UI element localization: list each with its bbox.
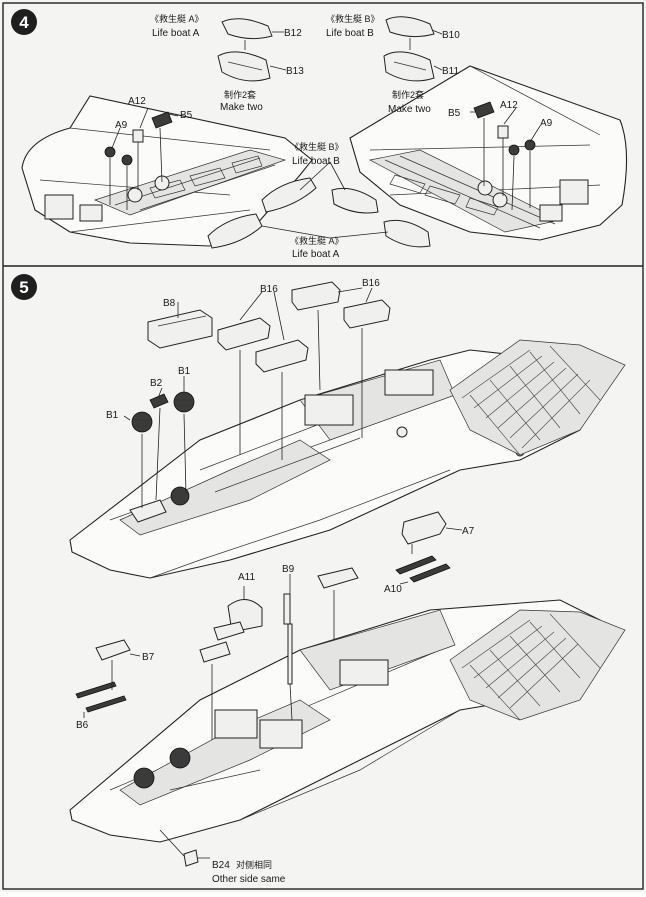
step4-left-small-parts [104,111,173,210]
step-5-badge: 5 [11,274,37,300]
part-b12-label: B12 [284,28,302,39]
part-a7-label: A7 [462,526,475,537]
part-b13-label: B13 [286,66,304,77]
step-4-number: 4 [19,13,29,32]
step5-upper-deck-grid [449,339,626,456]
part-b16-left-label: B16 [260,284,278,295]
part-a11-label: A11 [238,572,255,583]
make-two-cn-left: 制作2套 [224,89,256,100]
make-two-right-label: Make two [388,104,431,115]
step4-right-hull [349,65,628,241]
lifeboat-b-center-cn: 《救生艇 B》 [290,141,344,152]
step5-a7-a10-parts [395,511,463,585]
step5-upper-parts [129,281,391,523]
part-a10-label: A10 [384,584,402,595]
part-b6-label: B6 [76,720,89,731]
lifeboat-b-center-label: Life boat B [292,156,340,167]
step5-lower-leaders [83,574,335,859]
step5-lower-parts [75,567,359,867]
part-b7-label: B7 [142,652,155,663]
part-a12-right-label: A12 [500,100,518,111]
part-b16-right-label: B16 [362,278,380,289]
lifeboat-a-label: Life boat A [152,28,200,39]
part-b2-label: B2 [150,378,163,389]
step-4-badge: 4 [11,9,37,35]
lifeboat-assembled-a-right [383,219,431,248]
part-b10-label: B10 [442,30,460,41]
part-b11-label: B11 [442,66,459,77]
lifeboat-a-cn-label: 《救生艇 A》 [150,13,204,24]
part-b24-label: B24 [212,860,230,871]
part-a9-left-label: A9 [115,120,128,131]
part-b1-left-label: B1 [106,410,119,421]
part-a12-left-label: A12 [128,96,146,107]
other-side-cn-label: 对侧相同 [236,859,272,870]
step5-lower-deck-grid [449,609,626,721]
lifeboat-a-exploded [217,18,273,82]
part-b9-label: B9 [282,564,295,575]
step4-left-hull [21,95,313,247]
lifeboat-assembled-b-right [331,187,379,214]
part-b5-left-label: B5 [180,110,193,121]
step4-leader-lines [111,29,541,239]
step4-right-small-parts [473,101,536,211]
part-a9-right-label: A9 [540,118,553,129]
lifeboat-a-center-label: Life boat A [292,249,340,260]
lifeboat-assembled-b-left [261,177,317,213]
lifeboat-b-exploded [383,16,435,82]
other-side-label: Other side same [212,874,286,885]
lifeboat-b-cn-label: 《救生艇 B》 [326,13,380,24]
make-two-left-label: Make two [220,102,263,113]
step-5-number: 5 [19,278,28,297]
part-b1-top-label: B1 [178,366,191,377]
make-two-cn-right: 制作2套 [392,89,424,100]
part-b8-label: B8 [163,298,176,309]
lifeboat-b-label: Life boat B [326,28,374,39]
lifeboat-a-center-cn: 《救生艇 A》 [290,235,344,246]
part-b5-right-label: B5 [448,108,461,119]
step5-upper-leaders [123,287,373,508]
